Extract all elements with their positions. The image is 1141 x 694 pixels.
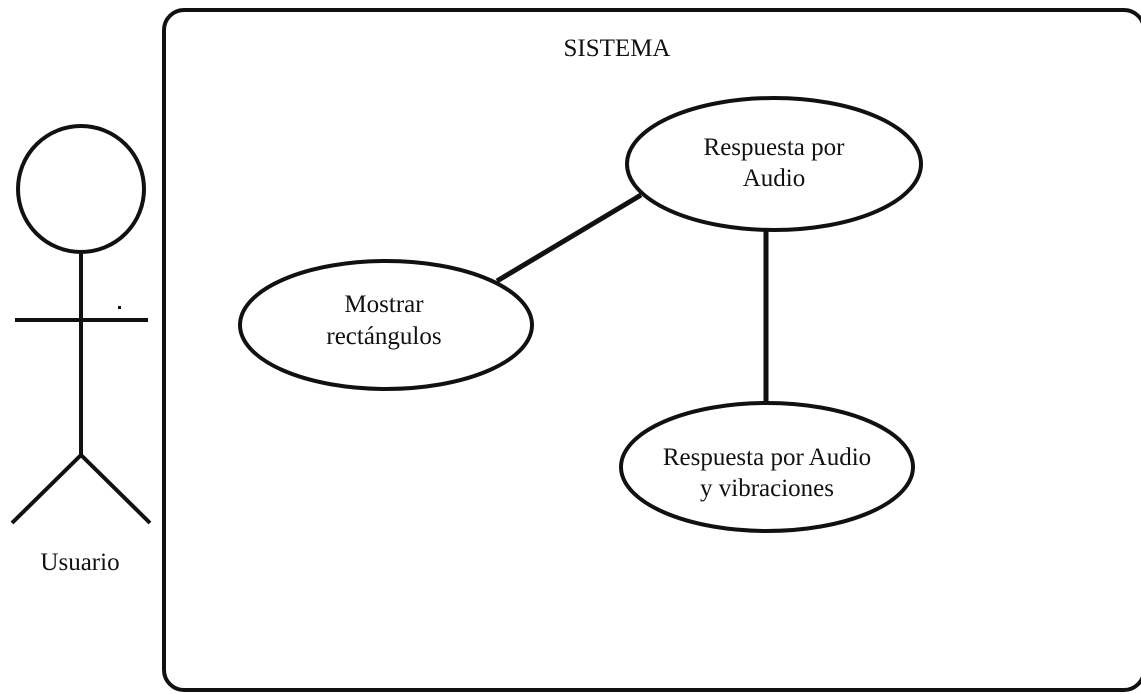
connector-rectangles-to-audio (495, 192, 643, 284)
use-case-show-rectangles (238, 259, 534, 391)
system-boundary (162, 8, 1141, 692)
actor-figure (10, 124, 152, 525)
use-case-audio-response (625, 96, 923, 232)
system-title: SISTEMA (563, 35, 671, 62)
use-case-audio-vibration-response-label-line1: Respuesta por Audio (662, 444, 872, 471)
actor-head (16, 124, 146, 254)
use-case-show-rectangles-label-line1: Mostrar (344, 291, 424, 318)
use-case-audio-vibration-response (619, 401, 915, 533)
actor-right-leg (79, 453, 152, 525)
use-case-audio-response-label-line2: Audio (742, 165, 806, 192)
use-case-show-rectangles-label-line2: rectángulos (326, 323, 442, 350)
use-case-audio-vibration-response-label-line2: y vibraciones (700, 475, 834, 502)
actor-label: Usuario (40, 549, 120, 576)
use-case-audio-response-label-line1: Respuesta por (703, 134, 845, 161)
stray-dot (118, 306, 121, 309)
actor-left-leg (10, 453, 83, 525)
